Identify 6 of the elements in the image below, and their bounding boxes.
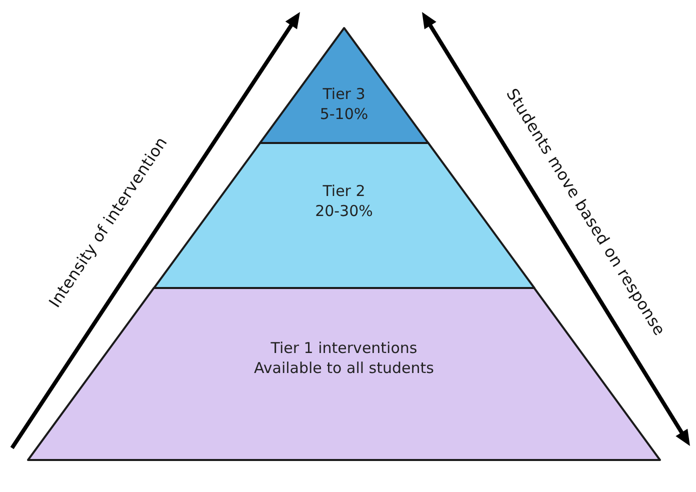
tier-label: Tier 1 interventions xyxy=(270,338,418,358)
tier-label: 5-10% xyxy=(320,104,368,124)
tier-label: Tier 3 xyxy=(322,84,366,104)
tier-label: Tier 2 xyxy=(322,181,366,201)
tier-label: 20-30% xyxy=(315,201,373,221)
tier-label: Available to all students xyxy=(254,358,434,378)
